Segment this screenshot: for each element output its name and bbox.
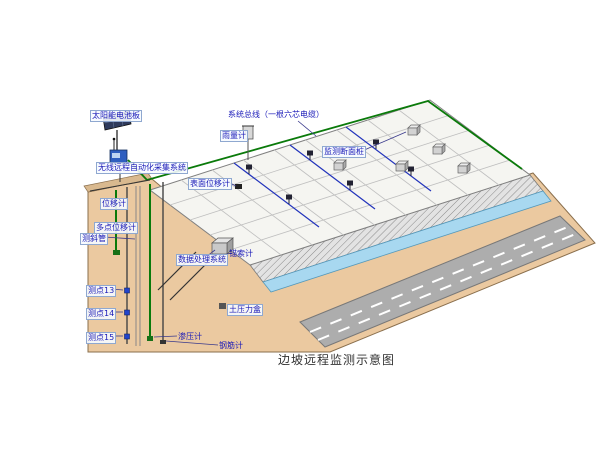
label-surface-displacement: 表面位移计 (188, 178, 232, 190)
road-dash-line (317, 232, 579, 341)
label-multipoint-displacement: 多点位移计 (94, 222, 138, 234)
label-system-bus: 系统总线（一根六芯电缆） (228, 110, 324, 119)
label-point13: 测点13 (86, 285, 117, 297)
label-wireless-system: 无线远程自动化采集系统 (96, 162, 188, 174)
road-dash-line (309, 225, 571, 333)
measure-point-markers (124, 287, 130, 340)
sensor-cable (289, 144, 376, 210)
label-inclinometer-tube: 测斜管 (80, 233, 108, 245)
drainage-channel (262, 190, 552, 293)
label-piezometer: 渗压计 (178, 332, 202, 341)
slope-sensor-icons (246, 139, 414, 204)
label-solar-panel: 太阳能电池板 (90, 110, 142, 122)
earth-pressure-cell-icon (219, 303, 226, 309)
label-point15: 测点15 (86, 332, 117, 344)
label-data-processing: 数据处理系统 (176, 254, 228, 266)
sensor-cable (345, 126, 432, 192)
diagram-caption: 边坡远程监测示意图 (278, 353, 396, 367)
piezometer-sensor-icon (147, 336, 153, 341)
label-earth-pressure-cell: 土压力盒 (227, 304, 263, 316)
monitoring-pier-icons (333, 124, 471, 174)
label-point14: 测点14 (86, 308, 117, 320)
surface-displacement-icon (235, 184, 242, 189)
label-anchor-cable-gauge: 锚索计 (229, 249, 253, 258)
crest-line (89, 179, 151, 192)
label-section-pier: 监测断面桩 (322, 146, 366, 158)
label-rebar-gauge: 钢筋计 (219, 341, 243, 350)
label-rain-gauge: 雨量计 (220, 130, 248, 142)
wireless-box-icon (109, 137, 128, 182)
rebar-sensor-icon (160, 340, 166, 344)
label-displacement-meter: 位移计 (100, 198, 128, 210)
sensor-cable (233, 162, 320, 228)
inclinometer-tube-icon (135, 186, 141, 346)
data-processing-box-icon (211, 237, 234, 255)
displacement-sensor-icon (113, 250, 120, 255)
